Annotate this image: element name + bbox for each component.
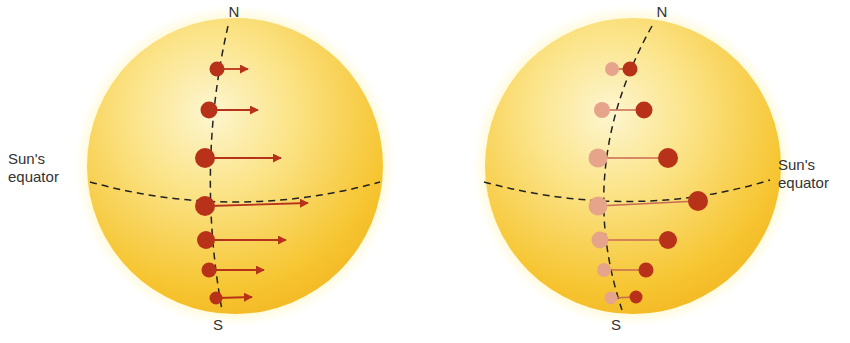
rotation-arrows <box>209 69 308 298</box>
sun-left <box>73 4 397 328</box>
sun-glow <box>73 4 397 328</box>
pole-label: N <box>650 3 674 21</box>
equator-label-text: Sun's equator <box>8 150 72 186</box>
displacement-lines <box>598 69 698 298</box>
surface-dots <box>195 62 225 305</box>
pole-label-text: N <box>650 3 674 21</box>
start-dots <box>589 62 620 305</box>
equator-line <box>90 182 380 202</box>
sun-right <box>471 4 795 328</box>
pole-label-text: S <box>206 316 230 334</box>
sun-disc <box>87 18 383 314</box>
pole-label: N <box>222 3 246 21</box>
equator-label-text: Sun's equator <box>778 156 842 192</box>
pole-label: S <box>604 316 628 334</box>
equator-line <box>484 180 770 202</box>
equator-label: Sun's equator <box>778 156 842 192</box>
end-dots <box>623 62 709 304</box>
sun-glow <box>471 4 795 328</box>
sun-disc <box>485 18 781 314</box>
pole-label-text: N <box>222 3 246 21</box>
pole-label: S <box>206 316 230 334</box>
pole-label-text: S <box>604 316 628 334</box>
equator-label: Sun's equator <box>8 150 72 186</box>
